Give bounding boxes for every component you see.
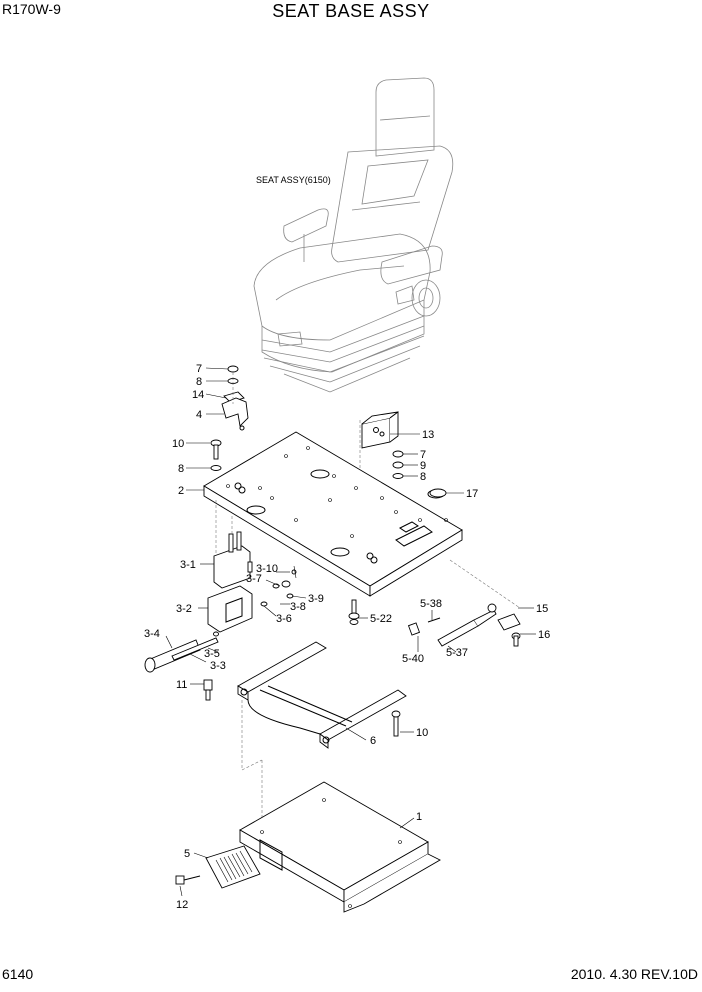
callout-5-37: 5-37	[446, 647, 468, 659]
callout-7-upper: 7	[196, 363, 202, 375]
callout-7-right: 7	[420, 449, 426, 461]
latch-assembly-3-drawing	[144, 516, 297, 673]
page-number: 6140	[2, 966, 34, 982]
callout-3-2: 3-2	[176, 603, 192, 615]
callout-17: 17	[466, 488, 478, 500]
callout-1: 1	[416, 811, 422, 823]
model-code: R170W-9	[2, 1, 61, 17]
bolt-10-left-drawing	[210, 439, 222, 471]
callout-3-4: 3-4	[144, 628, 160, 640]
callout-3-8: 3-8	[290, 601, 306, 613]
callout-10-left: 10	[172, 438, 184, 450]
callout-3-6: 3-6	[276, 613, 292, 625]
bracket-4-drawing	[221, 365, 249, 431]
plate-2-drawing	[203, 431, 521, 609]
page-title: SEAT BASE ASSY	[272, 1, 430, 21]
callout-3-10: 3-10	[256, 563, 278, 575]
seat-assembly-drawing	[253, 77, 454, 393]
seat-assy-label: SEAT ASSY(6150)	[256, 175, 331, 185]
revision-date: 2010. 4.30 REV.10D	[570, 966, 698, 982]
callout-3-5: 3-5	[204, 648, 220, 660]
callout-14: 14	[192, 389, 204, 401]
callout-6: 6	[370, 735, 376, 747]
gas-spring-5-37-drawing	[407, 603, 521, 647]
callout-12: 12	[176, 899, 188, 911]
callout-15: 15	[536, 603, 548, 615]
callout-3-7: 3-7	[246, 573, 262, 585]
callout-16: 16	[538, 629, 550, 641]
callout-5: 5	[184, 848, 190, 860]
callout-5-38: 5-38	[420, 598, 442, 610]
callout-2: 2	[178, 485, 184, 497]
callout-3-3: 3-3	[210, 660, 226, 672]
callout-9: 9	[420, 460, 426, 472]
callout-10-lower: 10	[416, 727, 428, 739]
callout-3-1: 3-1	[180, 559, 196, 571]
callout-5-40: 5-40	[402, 653, 424, 665]
callout-4: 4	[196, 409, 202, 421]
callout-13: 13	[422, 429, 434, 441]
callout-8-right: 8	[420, 471, 426, 483]
base-1-drawing	[175, 781, 441, 913]
leader-lines	[165, 367, 536, 897]
callout-11: 11	[176, 679, 187, 691]
callout-8-left: 8	[178, 463, 184, 475]
bolt-5-22-drawing	[348, 599, 360, 625]
callout-3-9: 3-9	[308, 593, 324, 605]
callout-8-upper: 8	[196, 376, 202, 388]
callout-5-22: 5-22	[370, 613, 392, 625]
